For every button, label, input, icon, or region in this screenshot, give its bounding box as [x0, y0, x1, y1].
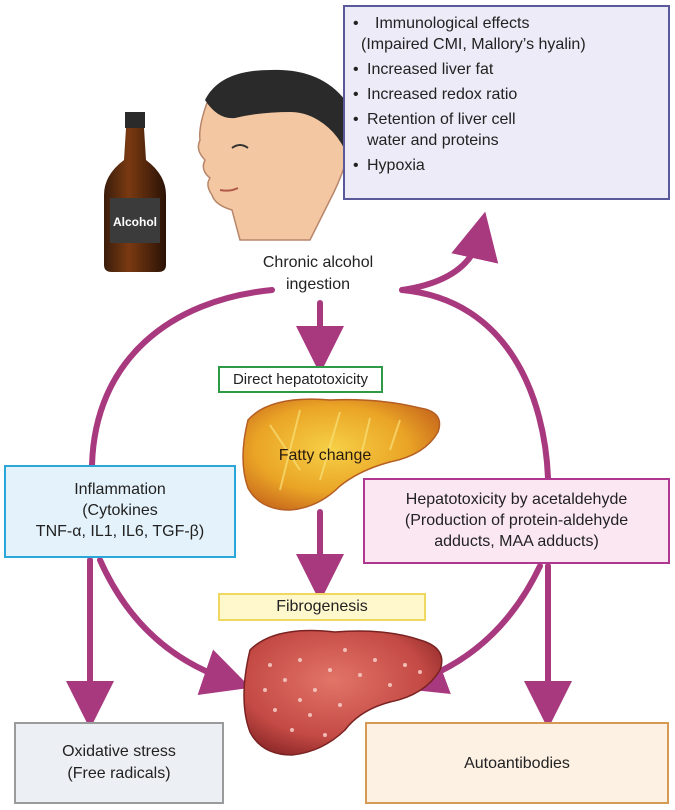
- effect-item: Increased liver fat: [353, 59, 660, 80]
- effect-item: Increased redox ratio: [353, 84, 660, 105]
- bottle-label: Alcohol: [113, 215, 157, 229]
- autoantibodies-box: Autoantibodies: [365, 722, 669, 804]
- inflammation-box: Inflammation (Cytokines TNF-α, IL1, IL6,…: [4, 465, 236, 558]
- arrow-inflam-liver: [100, 560, 228, 680]
- effect-item: Immunological effects (Impaired CMI, Mal…: [353, 13, 660, 55]
- fibrogenesis-box: Fibrogenesis: [218, 593, 426, 621]
- effect-item: Retention of liver cell water and protei…: [353, 109, 660, 151]
- arrow-right-arc: [402, 290, 548, 478]
- acetaldehyde-box: Hepatotoxicity by acetaldehyde (Producti…: [363, 478, 670, 564]
- arrow-up-to-effects: [402, 235, 480, 290]
- oxidative-stress-box: Oxidative stress (Free radicals): [14, 722, 224, 804]
- alcohol-bottle-icon: Alcohol: [104, 112, 166, 272]
- effects-box: Immunological effects (Impaired CMI, Mal…: [343, 5, 670, 200]
- chronic-alcohol-label: Chronic alcohol ingestion: [238, 252, 398, 296]
- direct-hepatotoxicity-box: Direct hepatotoxicity: [218, 366, 383, 393]
- man-head-icon: [198, 70, 350, 240]
- fatty-change-label: Fatty change: [255, 446, 395, 466]
- effect-item: Hypoxia: [353, 155, 660, 176]
